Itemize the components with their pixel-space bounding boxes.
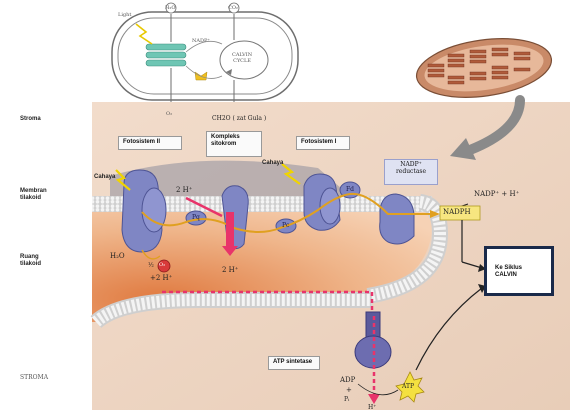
calvin-cycle-box: Ke Siklus CALVIN [484, 246, 554, 296]
chloroplast-icon [413, 31, 555, 105]
two-h-left-label: +2 H⁺ [150, 274, 172, 282]
ps1-label: Fotosistem I [296, 136, 350, 150]
inset-thylakoid-stack [146, 44, 186, 66]
ps2-label: Fotosistem II [118, 136, 182, 150]
nadph-label: NADPH [443, 208, 471, 216]
cytochrome-label: Kompleks sitokrom [206, 131, 262, 157]
h-plus-label: H⁺ [368, 404, 376, 411]
nadp-reductase [380, 194, 414, 244]
half-label: ½ [148, 262, 154, 269]
region-stroma-bottom: STROMA [20, 374, 48, 381]
reductase-label: NADP⁺ reductase [384, 159, 438, 185]
adp-label: ADP [340, 376, 355, 384]
o2-label: O₂ [159, 262, 165, 268]
proton-channel [226, 212, 234, 246]
inset-light-label: Light [118, 12, 131, 18]
pi-label: Pᵢ [344, 396, 349, 403]
nadp-plus-h-label: NADP⁺ + H⁺ [474, 190, 519, 198]
inset-product-label: CH2O ( zat Gula ) [212, 115, 266, 122]
two-h-mid-label: 2 H⁺ [222, 266, 238, 274]
plus-label: + [346, 386, 352, 394]
h2o-label: H₂O [110, 252, 125, 260]
atp-label: ATP [402, 383, 414, 390]
inset-h2o-label: H₂O [165, 5, 175, 11]
inset-co2-label: CO₂ [228, 5, 238, 11]
light-label-ps2: Cahaya [94, 174, 115, 181]
inset-calvin-label: CALVIN CYCLE [232, 52, 252, 64]
region-stroma-top: Stroma [20, 116, 41, 123]
fd-label: Fd [346, 186, 354, 193]
atp-synthase-label: ATP sintetase [268, 356, 320, 370]
chloroplast-inset [112, 3, 298, 119]
pq-label: Pq [192, 214, 200, 221]
two-h-top-label: 2 H⁺ [176, 186, 192, 194]
region-lumen: Ruang tilakoid [20, 254, 41, 268]
inset-nadp-label: NADP⁺ [192, 38, 210, 44]
inset-o2-label: O₂ [166, 111, 172, 117]
light-label-ps1: Cahaya [262, 160, 283, 167]
region-membrane: Membran tilakoid [20, 188, 47, 202]
pc-label: Pc [282, 222, 289, 229]
photosystem-i [304, 174, 340, 230]
